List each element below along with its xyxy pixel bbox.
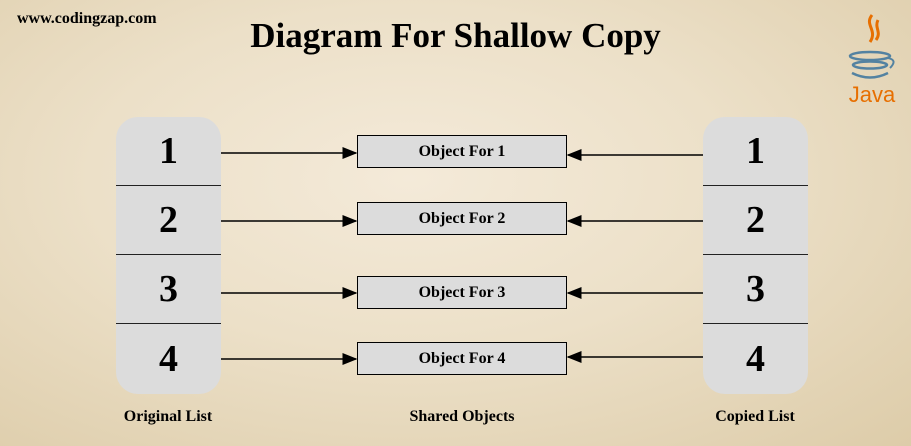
copied-list-label: Copied List	[715, 408, 795, 425]
java-logo-text: Java	[849, 82, 896, 107]
original-list-item: 1	[116, 117, 221, 186]
copied-list: 1 2 3 4	[703, 117, 808, 394]
site-url: www.codingzap.com	[17, 10, 157, 27]
java-coffee-cup-icon	[848, 14, 895, 79]
shared-object-box: Object For 3	[357, 276, 567, 309]
copied-list-item: 1	[703, 117, 808, 186]
original-list-label: Original List	[123, 408, 213, 425]
copied-list-item: 4	[746, 338, 765, 380]
original-list-item: 4	[159, 338, 178, 380]
original-list-item: 2	[116, 186, 221, 255]
shared-objects-label: Shared Objects	[409, 408, 515, 425]
copied-list-item: 3	[703, 255, 808, 324]
original-list-item: 3	[116, 255, 221, 324]
shared-object-box: Object For 2	[357, 202, 567, 235]
shared-object-box: Object For 4	[357, 342, 567, 375]
shared-object-box: Object For 1	[357, 135, 567, 168]
diagram-title: Diagram For Shallow Copy	[250, 16, 661, 55]
java-logo: Java	[848, 14, 896, 107]
copied-list-item: 2	[703, 186, 808, 255]
original-list: 1 2 3 4	[116, 117, 221, 394]
